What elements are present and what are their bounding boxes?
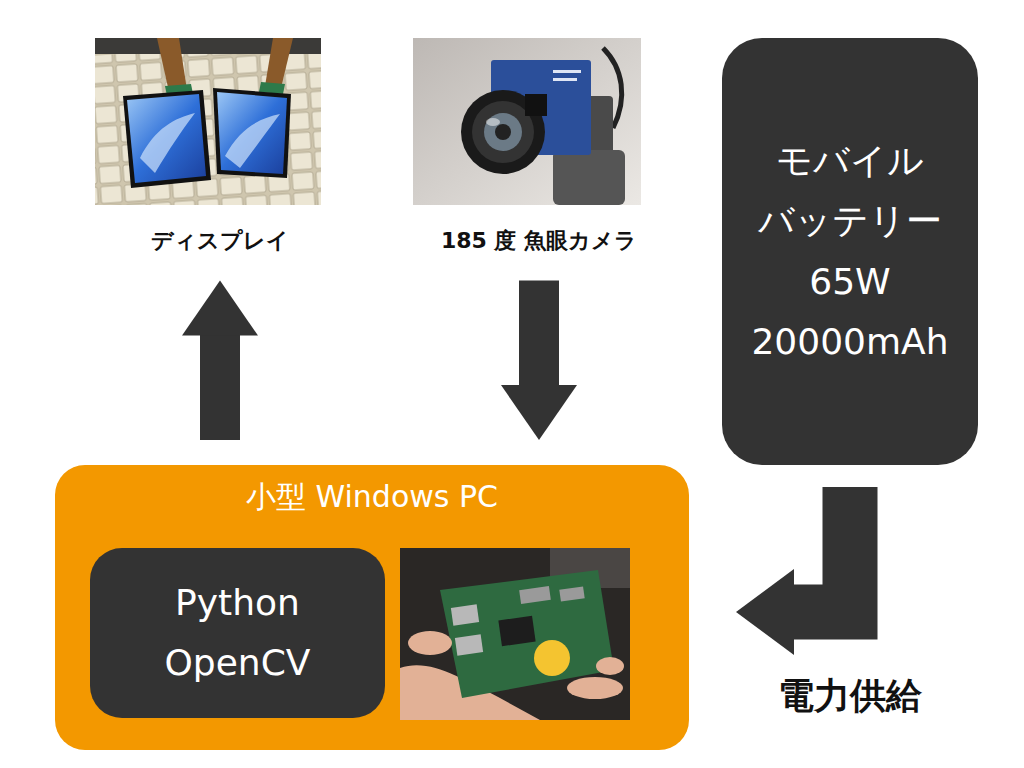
camera-photo (413, 38, 641, 205)
arrow-shaft (793, 487, 850, 612)
battery-box: モバイル バッテリー 65W 20000mAh (722, 38, 978, 465)
display-node: ディスプレイ (95, 38, 345, 256)
pc-board-photo (400, 548, 630, 720)
connector-arrow (182, 281, 258, 440)
edge-label: 電力供給 (774, 672, 926, 721)
pc-title: 小型 Windows PC (55, 465, 689, 516)
arrow-head (736, 569, 794, 655)
battery-text: モバイル バッテリー 65W 20000mAh (750, 131, 950, 371)
box-content: モバイル バッテリー 65W 20000mAh (722, 38, 978, 465)
arrow-head (501, 385, 577, 440)
arrow-shaft (519, 281, 559, 386)
software-box: Python OpenCV (90, 548, 385, 718)
display-photo (95, 38, 321, 205)
software-text: Python OpenCV (153, 573, 323, 693)
pc-panel: 小型 Windows PC Python OpenCV (55, 465, 689, 750)
arrow-shaft (200, 335, 240, 440)
box-content: Python OpenCV (90, 548, 385, 718)
camera-label: 185 度 魚眼カメラ (413, 227, 665, 256)
arrow-head (182, 281, 258, 336)
display-label: ディスプレイ (95, 227, 345, 256)
connector-arrow (736, 487, 850, 655)
connector-arrow (501, 281, 577, 440)
camera-node: 185 度 魚眼カメラ (413, 38, 665, 256)
